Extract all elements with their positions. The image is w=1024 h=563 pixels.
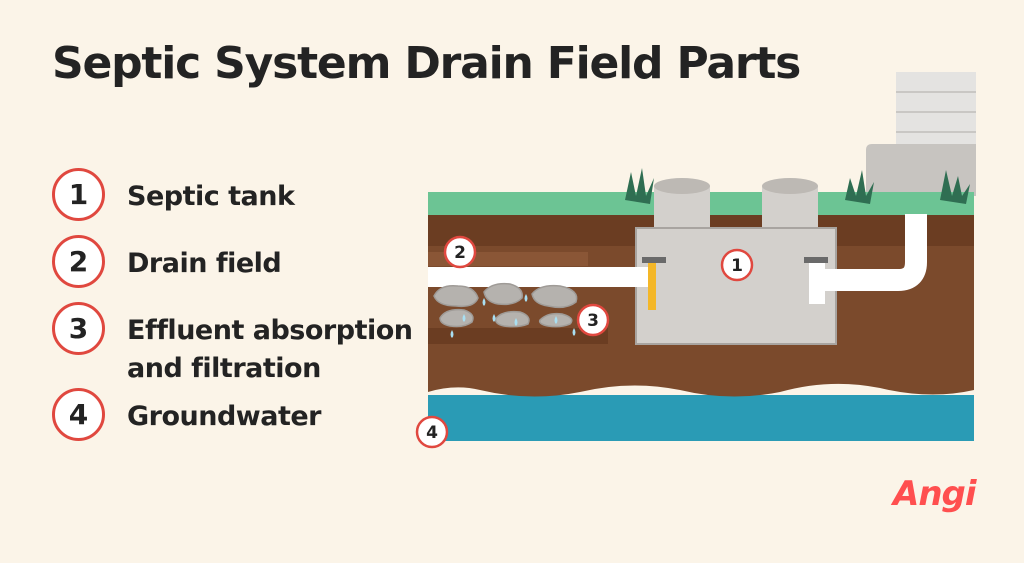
number-badge-3: 3 bbox=[52, 302, 105, 355]
trench-bottom bbox=[428, 328, 608, 344]
number-badge-4: 4 bbox=[52, 388, 105, 441]
inlet-baffle bbox=[809, 262, 825, 304]
marker-absorption: 3 bbox=[576, 303, 610, 337]
angi-logo: Angi bbox=[893, 474, 977, 514]
grass-tufts bbox=[625, 168, 970, 204]
groundwater-layer bbox=[428, 395, 974, 441]
legend-label-drain-field: Drain field bbox=[127, 248, 282, 279]
inlet-pipe bbox=[822, 214, 927, 291]
marker-groundwater-label: 4 bbox=[426, 423, 438, 443]
legend-item-septic-tank: 1 Septic tank bbox=[52, 168, 295, 221]
page-title: Septic System Drain Field Parts bbox=[52, 38, 801, 89]
gravel-bed bbox=[433, 282, 578, 328]
septic-tank bbox=[635, 227, 837, 345]
legend-label-groundwater: Groundwater bbox=[127, 401, 322, 432]
tank-risers bbox=[654, 178, 818, 234]
house-illustration bbox=[866, 72, 976, 196]
inlet-baffle-cap bbox=[804, 257, 828, 263]
number-badge-1: 1 bbox=[52, 168, 105, 221]
effluent-filter bbox=[648, 262, 656, 310]
legend-item-effluent: 3 Effluent absorption and filtration bbox=[52, 302, 413, 388]
effluent-droplets bbox=[450, 294, 576, 338]
legend-item-groundwater: 4 Groundwater bbox=[52, 388, 322, 441]
legend-label-effluent: Effluent absorption and filtration bbox=[127, 315, 413, 384]
outlet-baffle-cap bbox=[642, 257, 666, 263]
marker-drain-field-label: 2 bbox=[454, 243, 466, 263]
legend-item-drain-field: 2 Drain field bbox=[52, 235, 282, 288]
number-badge-2: 2 bbox=[52, 235, 105, 288]
legend-label-septic-tank: Septic tank bbox=[127, 181, 295, 212]
marker-drain-field: 2 bbox=[443, 235, 477, 269]
marker-groundwater: 4 bbox=[415, 415, 449, 449]
marker-septic-tank: 1 bbox=[720, 248, 754, 282]
marker-absorption-label: 3 bbox=[587, 311, 599, 331]
marker-septic-tank-label: 1 bbox=[731, 256, 743, 276]
drain-pipe bbox=[428, 267, 652, 287]
